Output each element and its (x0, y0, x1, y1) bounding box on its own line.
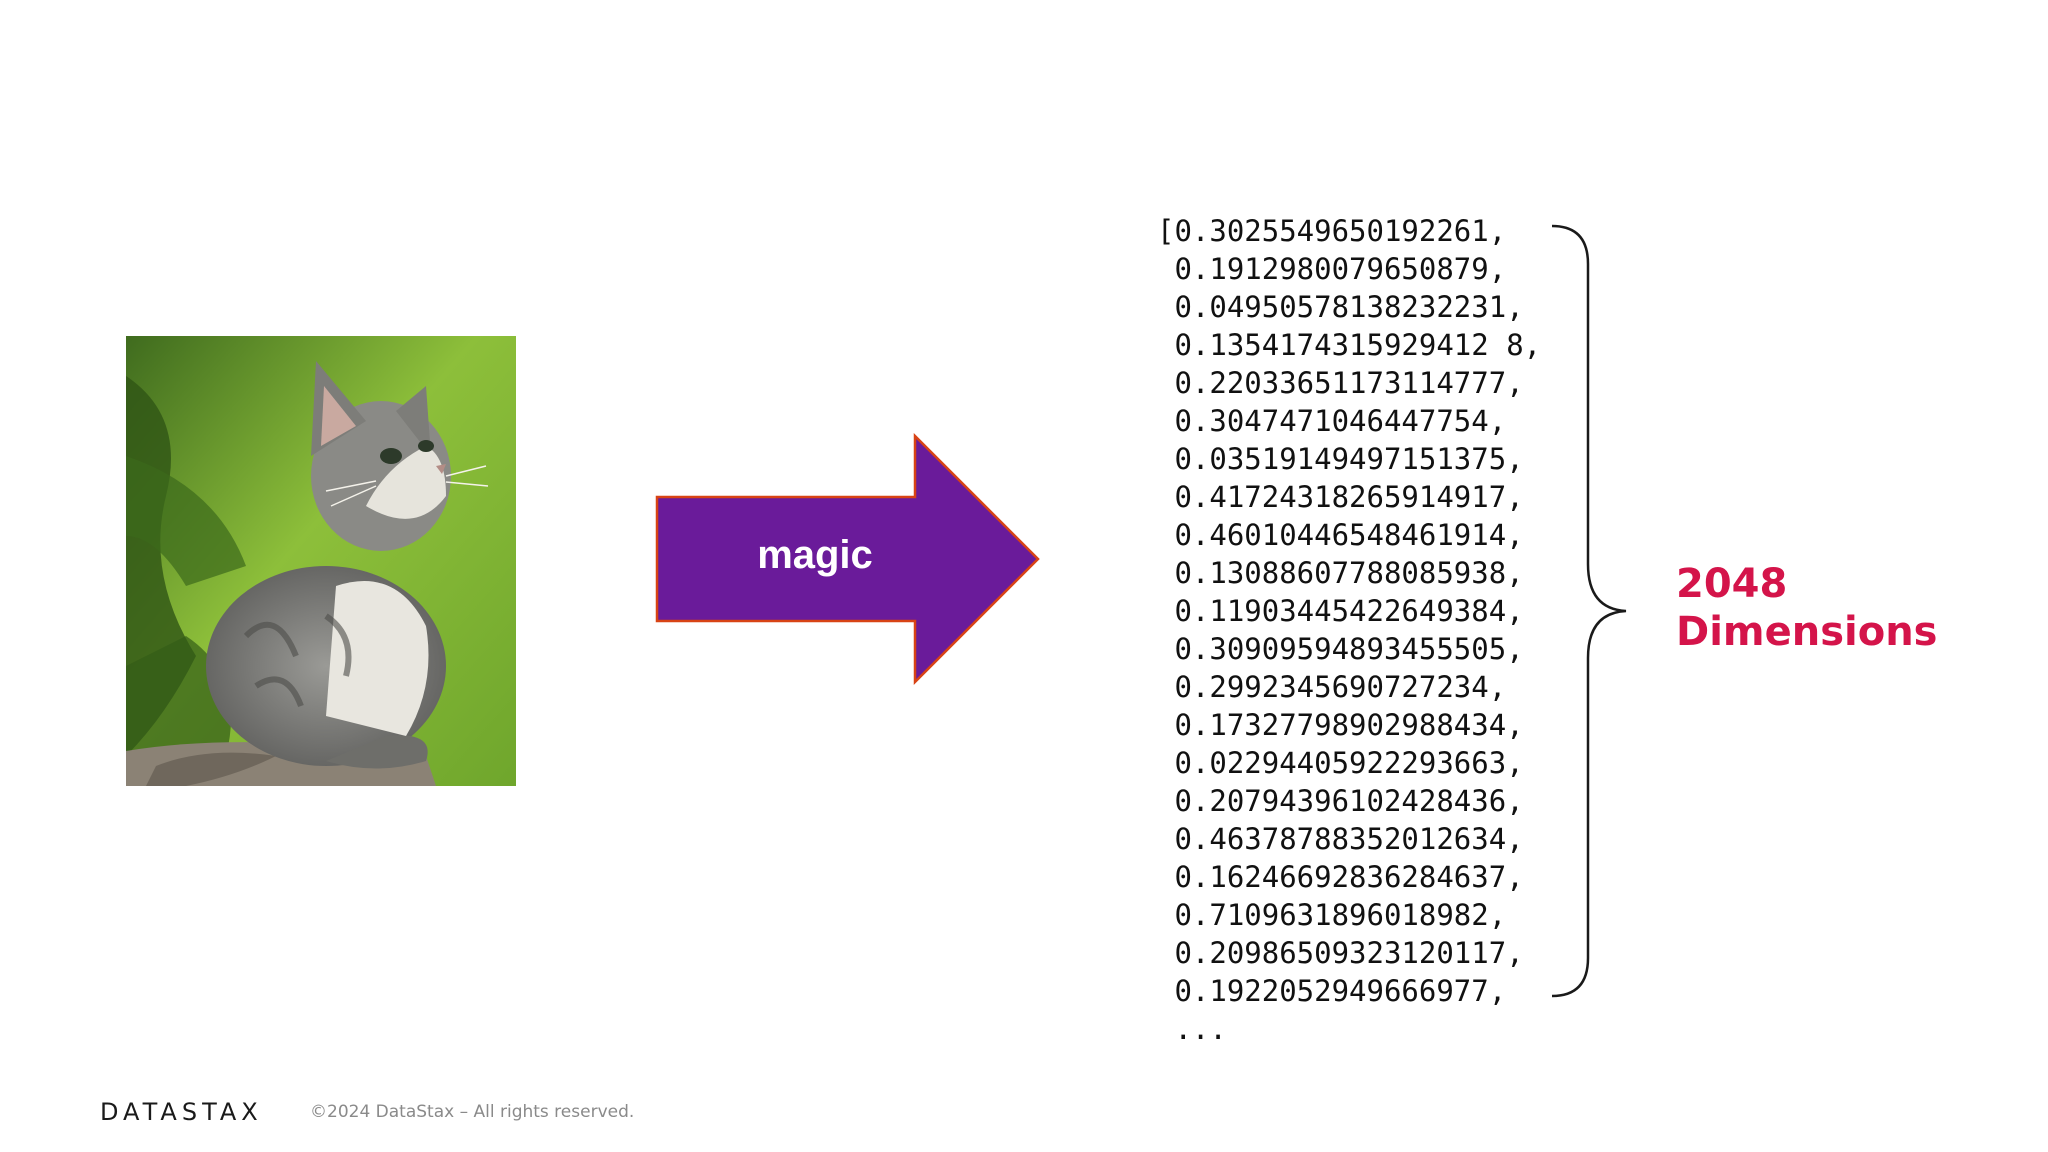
arrow-label: magic (757, 533, 873, 577)
vector-line: 0.46010446548461914, (1157, 518, 1524, 552)
vector-line: 0.16246692836284637, (1157, 860, 1524, 894)
vector-line: 0.1912980079650879, (1157, 252, 1507, 286)
vector-line: 0.2992345690727234, (1157, 670, 1507, 704)
vector-line: 0.02294405922293663, (1157, 746, 1524, 780)
vector-line: 0.03519149497151375, (1157, 442, 1524, 476)
vector-line: 0.7109631896018982, (1157, 898, 1507, 932)
vector-line: 0.41724318265914917, (1157, 480, 1524, 514)
vector-line: 0.20794396102428436, (1157, 784, 1524, 818)
copyright-text: ©2024 DataStax – All rights reserved. (310, 1102, 635, 1122)
vector-line: 0.13088607788085938, (1157, 556, 1524, 590)
embedding-vector: [0.3025549650192261, 0.1912980079650879,… (1157, 212, 1541, 1048)
kitten-icon (126, 336, 516, 786)
vector-line: 0.04950578138232231, (1157, 290, 1524, 324)
vector-ellipsis: ... (1157, 1012, 1227, 1046)
vector-line: 0.11903445422649384, (1157, 594, 1524, 628)
dimensions-text: Dimensions (1676, 609, 1938, 655)
vector-line: 0.3047471046447754, (1157, 404, 1507, 438)
kitten-photo (126, 336, 516, 786)
curly-brace (1550, 224, 1630, 998)
vector-line: 0.20986509323120117, (1157, 936, 1524, 970)
vector-line: 0.46378788352012634, (1157, 822, 1524, 856)
curly-brace-icon (1551, 224, 1627, 998)
dimensions-label: 2048 Dimensions (1676, 560, 1937, 656)
vector-line: 0.22033651173114777, (1157, 366, 1524, 400)
vector-line: 0.1354174315929412 8, (1157, 328, 1542, 362)
vector-line: 0.1922052949666977, (1157, 974, 1507, 1008)
vector-line: 0.17327798902988434, (1157, 708, 1524, 742)
dimensions-number: 2048 (1676, 561, 1788, 607)
datastax-logo: DATASTAX (100, 1098, 263, 1126)
vector-line: 0.30909594893455505, (1157, 632, 1524, 666)
vector-line: [0.3025549650192261, (1157, 214, 1507, 248)
magic-arrow: magic (655, 433, 1040, 686)
right-arrow-icon (655, 433, 1040, 686)
